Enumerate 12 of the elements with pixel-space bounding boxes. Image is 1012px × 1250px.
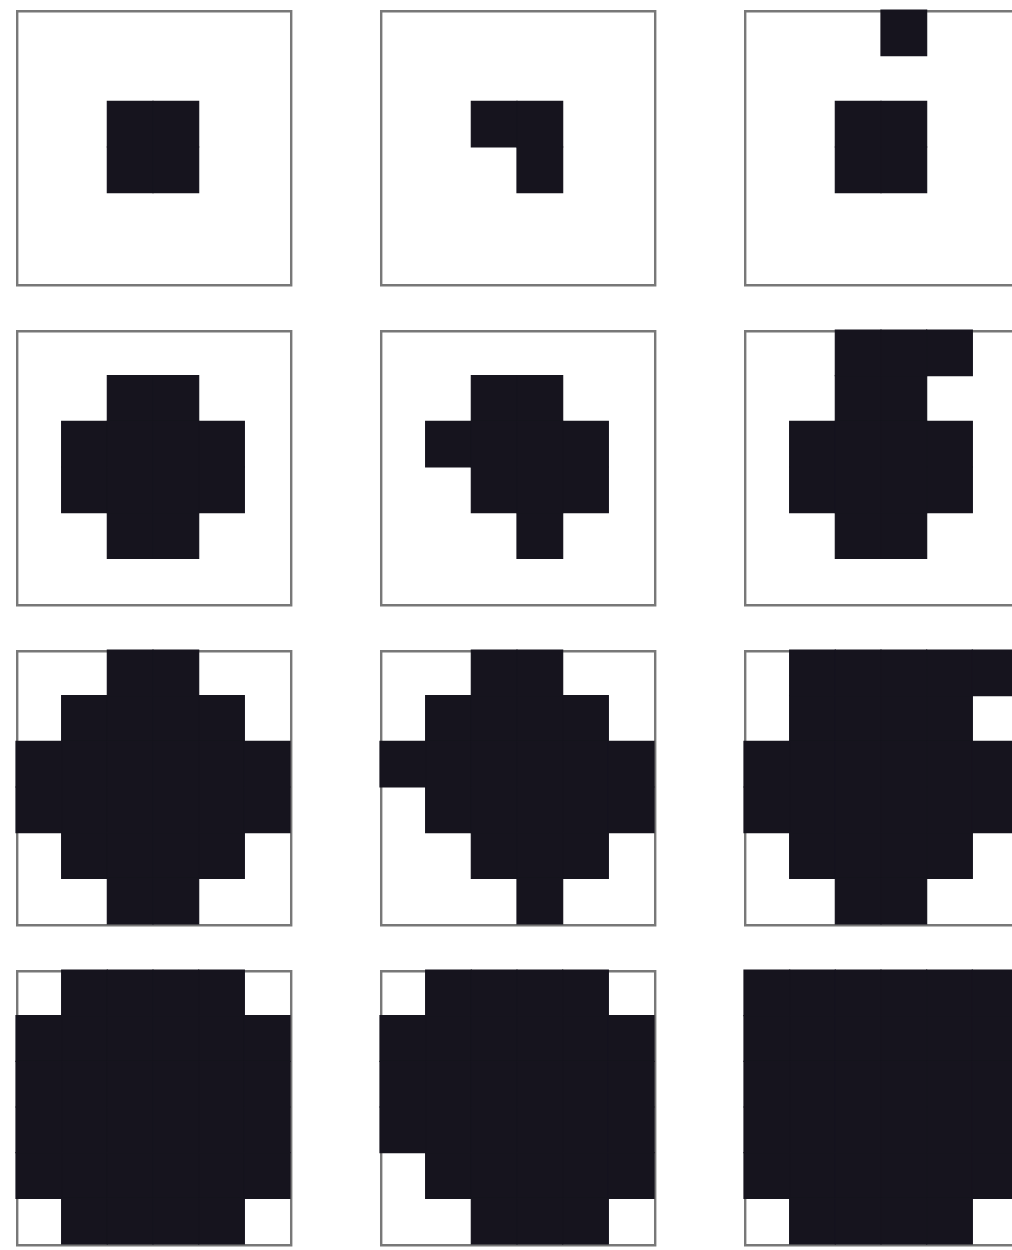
grid-pattern-drawing [15, 969, 293, 1247]
grid-pattern-drawing [744, 9, 1012, 287]
grid-pattern-drawing [379, 649, 657, 927]
grid-pattern-drawing [16, 10, 293, 287]
grid-pattern-drawing [15, 649, 293, 927]
grid-pattern-drawing [379, 969, 657, 1247]
grid-pattern-drawing [16, 330, 293, 607]
grid-pattern-drawing [744, 329, 1012, 607]
grid-pattern-drawing [743, 969, 1012, 1247]
grid-pattern-drawing [380, 10, 657, 287]
grid-pattern-drawing [743, 649, 1012, 927]
grid-pattern-drawing [380, 330, 657, 607]
